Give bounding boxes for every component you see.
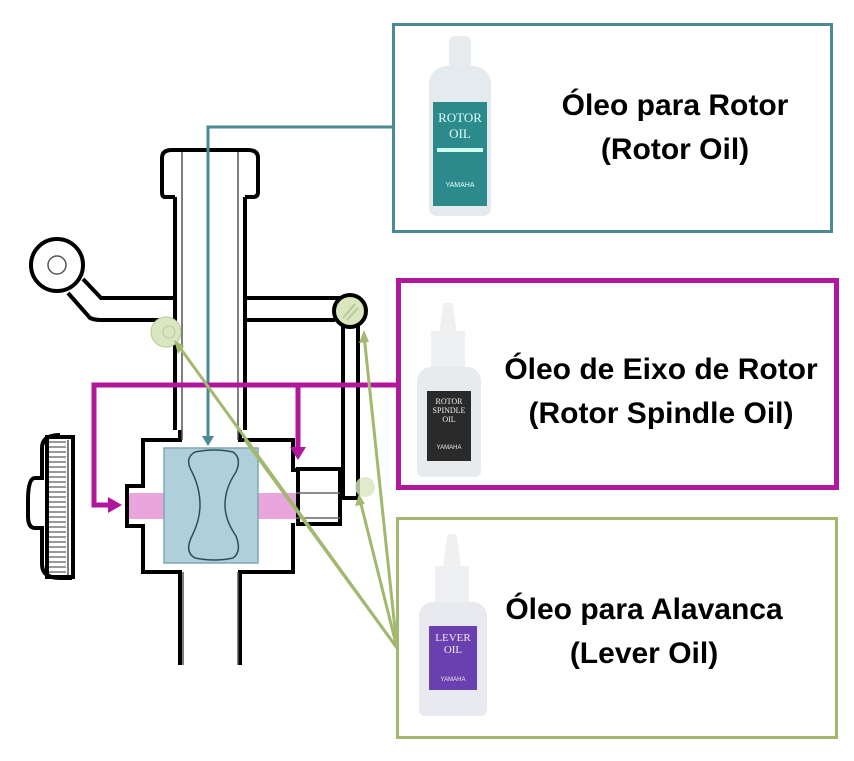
- spindle-oil-title-en: (Rotor Spindle Oil): [528, 397, 794, 430]
- rotor-passage: [187, 449, 240, 561]
- spindle-oil-bottle: ROTOR SPINDLE OIL YAMAHA: [413, 303, 485, 477]
- rotor-oil-bottle: ROTOR OIL YAMAHA: [423, 36, 495, 216]
- lever-oil-bottle-label: LEVER OIL YAMAHA: [429, 626, 477, 690]
- spindle-right: [256, 493, 296, 519]
- bottle-label-line1: LEVER: [435, 632, 471, 644]
- spindle-oil-box: ROTOR SPINDLE OIL YAMAHA Óleo de Eixo de…: [396, 278, 839, 490]
- bottle-brand: YAMAHA: [436, 445, 462, 451]
- lever-oil-bottle: LEVER OIL YAMAHA: [417, 534, 489, 716]
- spindle-oil-arrowhead-right: [290, 447, 306, 460]
- lever-oil-pointers: [176, 334, 399, 649]
- spindle-oil-bottle-label: ROTOR SPINDLE OIL YAMAHA: [427, 391, 471, 461]
- rotor-oil-bottle-label: ROTOR OIL YAMAHA: [433, 102, 487, 206]
- lever-point-left: [150, 316, 182, 348]
- lever-point-left-inner: [162, 325, 176, 339]
- lever-oil-title-en: (Lever Oil): [569, 637, 719, 670]
- bottle-label-line2: OIL: [443, 644, 463, 656]
- rotor-oil-title-pt: Óleo para Rotor: [561, 89, 789, 122]
- lever-ring-hole: [47, 255, 67, 275]
- lever-oil-arrowhead-3: [355, 494, 365, 506]
- knurl-ridges: [49, 441, 66, 573]
- rotor-oil-title: Óleo para Rotor (Rotor Oil): [535, 84, 815, 172]
- rotor-oil-pointer: [206, 125, 392, 440]
- lever-oil-box: LEVER OIL YAMAHA Óleo para Alavanca (Lev…: [396, 517, 838, 739]
- rotor-oil-box: ROTOR OIL YAMAHA Óleo para Rotor (Rotor …: [392, 23, 833, 233]
- spindle-oil-title-pt: Óleo de Eixo de Rotor: [504, 353, 818, 386]
- inner-tube-lines: [67, 152, 239, 665]
- bottle-brand: YAMAHA: [440, 677, 466, 683]
- rotor-oil-title-en: (Rotor Oil): [600, 133, 750, 166]
- bottle-label-line2: SPINDLE: [432, 406, 466, 415]
- valve-body-outline: [26, 148, 360, 665]
- lever-oil-title: Óleo para Alavanca (Lever Oil): [494, 588, 794, 676]
- bottle-label-line2: OIL: [449, 126, 471, 141]
- bottle-label-line1: ROTOR: [438, 110, 482, 125]
- spindle-left: [129, 493, 165, 519]
- lever-oil-title-pt: Óleo para Alavanca: [505, 593, 783, 626]
- spindle-oil-arrowhead-left: [108, 497, 122, 513]
- lever-oil-arrowhead-1: [174, 340, 184, 354]
- bottle-label-line3: OIL: [442, 415, 456, 424]
- lever-point-lower: [355, 477, 375, 497]
- spindle-oil-title: Óleo de Eixo de Rotor (Rotor Spindle Oil…: [491, 348, 831, 436]
- bottle-brand: YAMAHA: [445, 182, 475, 189]
- bottle-label-line1: ROTOR: [435, 397, 463, 406]
- spindle-oil-pointer: [91, 382, 398, 508]
- lever-oil-arrowhead-2: [359, 330, 369, 343]
- rotor-oil-arrowhead: [202, 436, 214, 446]
